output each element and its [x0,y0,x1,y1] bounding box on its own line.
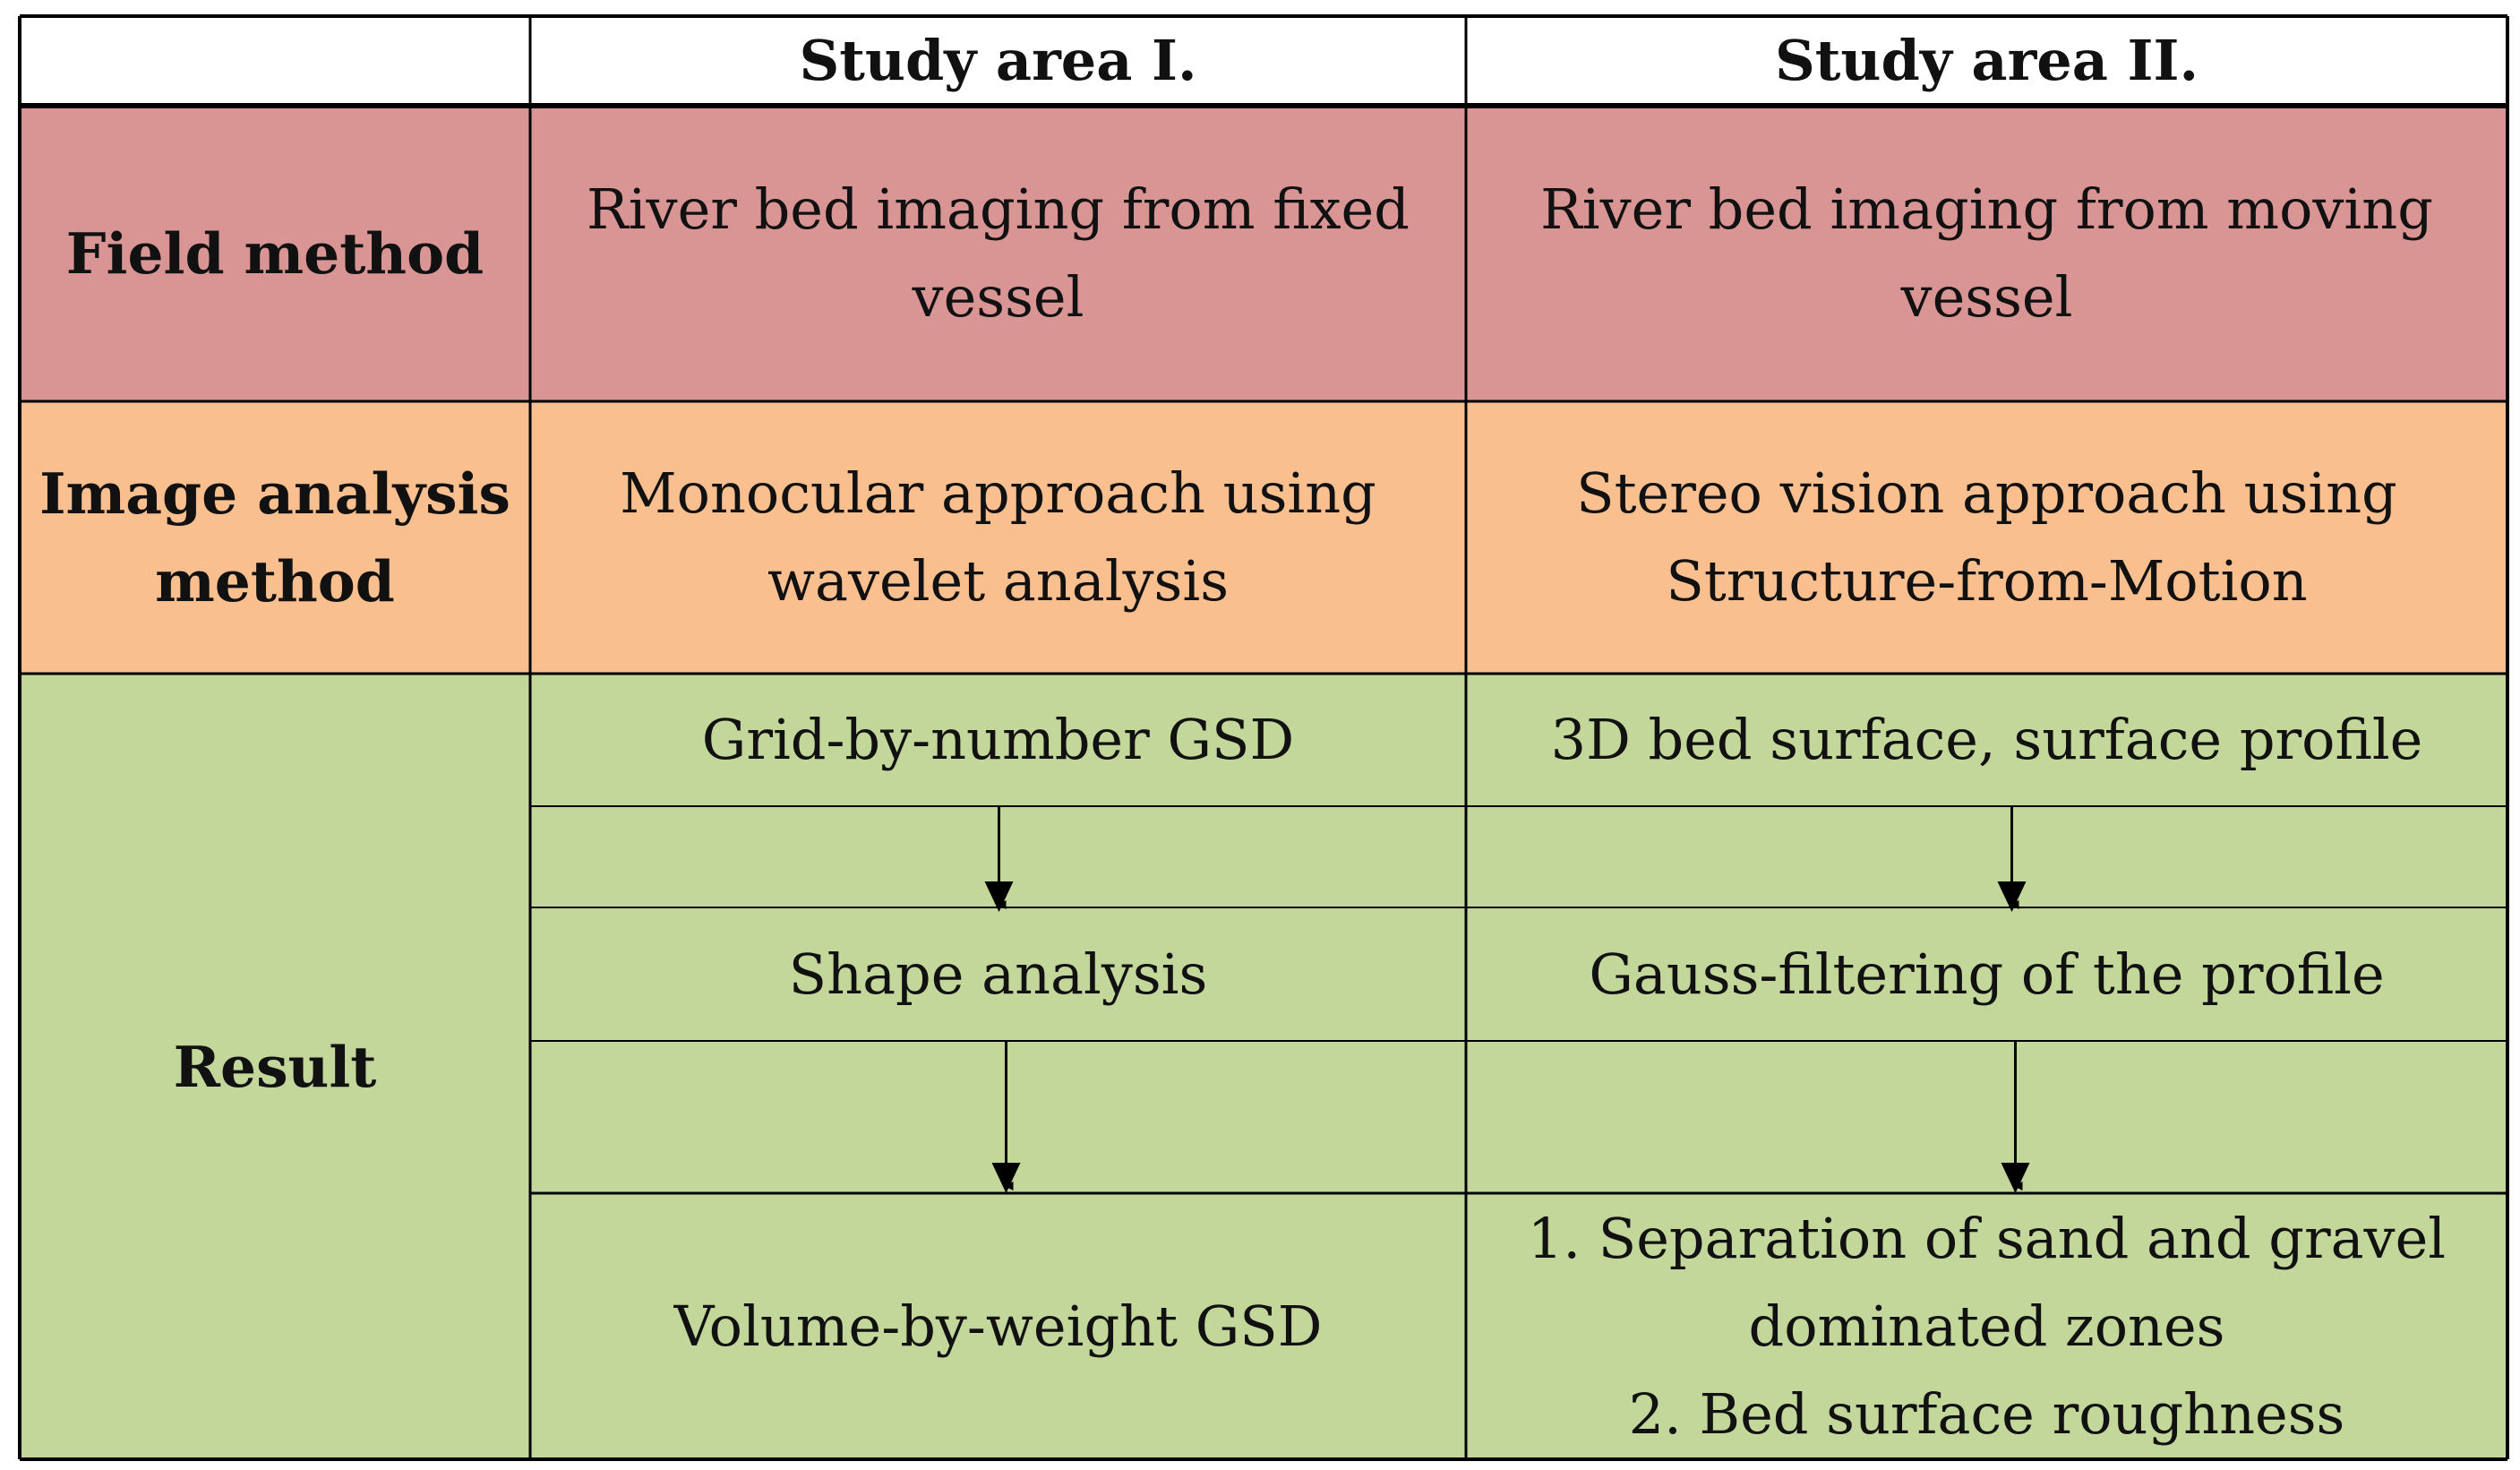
result-area-1-step-1-text: Grid-by-number GSD [701,707,1295,772]
row-label-result-text: Result [173,1033,377,1100]
image-analysis-area-1: Monocular approach using wavelet analysi… [530,401,1466,674]
result-area-1-arrow-gap-1 [530,806,1466,907]
row-label-field-method-text: Field method [65,220,484,287]
result-area-1-arrow-gap-2 [530,1041,1466,1193]
header-corner-cell [20,16,530,106]
field-method-area-1: River bed imaging from fixed vessel [530,106,1466,401]
result-area-2-arrow-gap-2 [1466,1041,2507,1193]
image-analysis-area-2-text: Stereo vision approach using Structure-f… [1576,460,2397,614]
result-area-2-step-2-text: Gauss-filtering of the profile [1589,941,2385,1007]
field-method-area-1-text: River bed imaging from fixed vessel [587,176,1410,330]
row-label-result: Result [20,674,530,1459]
header-study-area-2: Study area II. [1466,16,2507,106]
result-area-1-step-1: Grid-by-number GSD [530,674,1466,806]
result-area-2-step-1: 3D bed surface, surface profile [1466,674,2507,806]
result-area-2-arrow-gap-1 [1466,806,2507,907]
result-area-1-step-2-text: Shape analysis [788,941,1208,1007]
image-analysis-area-1-text: Monocular approach using wavelet analysi… [620,460,1376,614]
field-method-area-2: River bed imaging from moving vessel [1466,106,2507,401]
result-area-1-step-2: Shape analysis [530,907,1466,1041]
result-area-2-step-1-text: 3D bed surface, surface profile [1550,707,2423,772]
row-label-field-method: Field method [20,106,530,401]
row-label-image-analysis-text: Image analysis method [39,460,510,615]
header-study-area-2-text: Study area II. [1774,28,2199,93]
result-area-2-step-3: 1. Separation of sand and gravel dominat… [1466,1193,2507,1459]
result-area-2-step-3-text: 1. Separation of sand and gravel dominat… [1527,1205,2447,1447]
result-area-1-step-3: Volume-by-weight GSD [530,1193,1466,1459]
field-method-area-2-text: River bed imaging from moving vessel [1540,176,2433,330]
header-study-area-1: Study area I. [530,16,1466,106]
header-study-area-1-text: Study area I. [799,28,1197,93]
result-area-1-step-3-text: Volume-by-weight GSD [673,1293,1323,1359]
row-label-image-analysis: Image analysis method [20,401,530,674]
result-area-2-step-2: Gauss-filtering of the profile [1466,907,2507,1041]
image-analysis-area-2: Stereo vision approach using Structure-f… [1466,401,2507,674]
